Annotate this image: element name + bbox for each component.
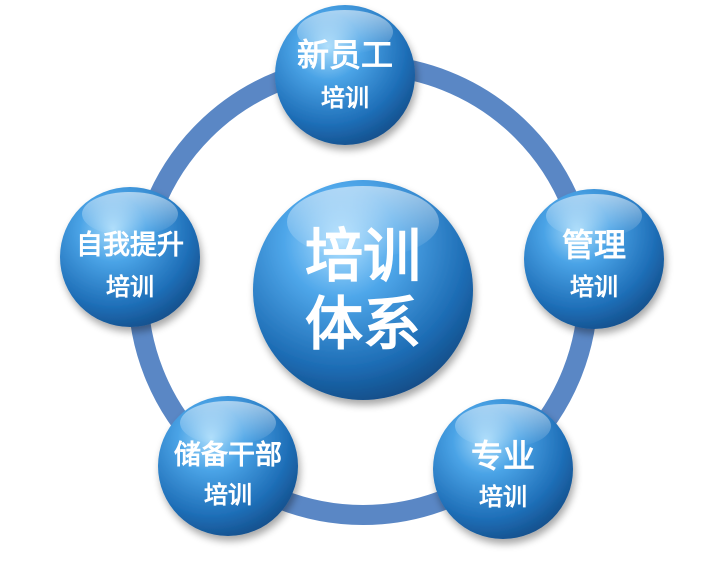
- center-title-line2: 体系: [305, 290, 421, 358]
- node-new-employee: 新员工 培训: [275, 5, 415, 145]
- center-title-line1: 培训: [305, 222, 421, 290]
- node-management-title: 管理: [562, 226, 626, 264]
- node-new-employee-title: 新员工: [297, 36, 393, 74]
- node-self-improvement-subtitle: 培训: [106, 273, 154, 301]
- node-reserve-cadre-subtitle: 培训: [204, 481, 252, 509]
- center-node: 培训 体系: [253, 180, 473, 400]
- node-self-improvement: 自我提升 培训: [60, 187, 200, 327]
- node-new-employee-subtitle: 培训: [321, 84, 369, 112]
- node-professional-title: 专业: [471, 437, 535, 475]
- node-professional-subtitle: 培训: [479, 483, 527, 511]
- node-reserve-cadre-title: 储备干部: [174, 439, 282, 471]
- node-management-subtitle: 培训: [570, 273, 618, 301]
- node-management: 管理 培训: [524, 189, 664, 329]
- node-self-improvement-title: 自我提升: [76, 229, 184, 261]
- node-professional: 专业 培训: [433, 399, 573, 539]
- node-reserve-cadre: 储备干部 培训: [158, 396, 298, 536]
